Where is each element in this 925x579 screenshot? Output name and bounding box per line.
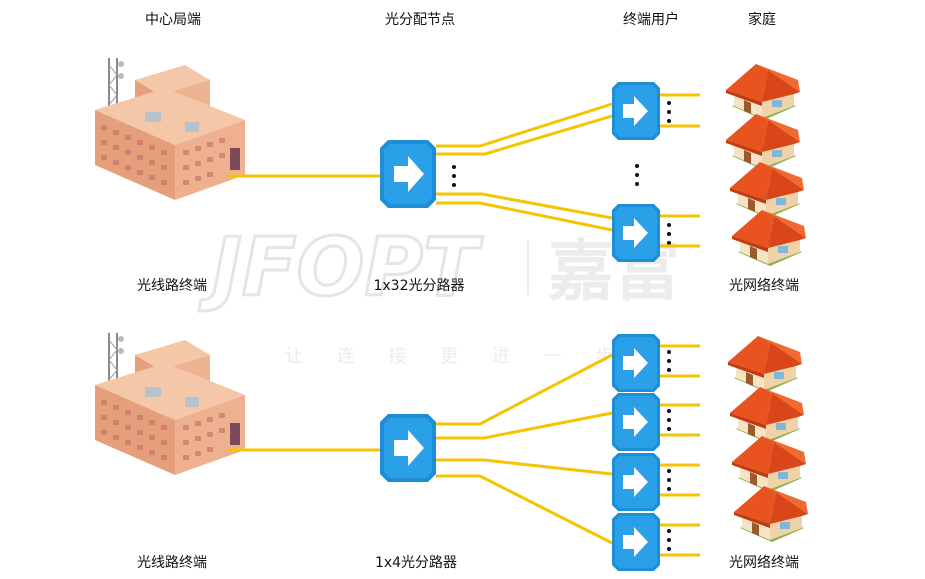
splitter-1x4-icon (380, 414, 436, 482)
watermark-brand-latin: JFOPT (198, 221, 483, 314)
splitter-1x32-icon (380, 140, 436, 208)
top-olt-label: 光线路终端 (137, 278, 207, 294)
house-icon (726, 114, 800, 170)
header-central-office: 中心局端 (145, 12, 201, 28)
onu-icon (612, 393, 660, 451)
house-icon (732, 210, 806, 266)
header-end-user: 终端用户 (623, 12, 679, 28)
onu-icon (612, 334, 660, 392)
house-icon (728, 336, 802, 392)
top-onu-label: 光网络终端 (729, 278, 799, 294)
top-row (94, 57, 806, 266)
house-icon (730, 162, 804, 218)
house-icon (732, 436, 806, 492)
bottom-splitter-label: 1x4光分路器 (374, 555, 458, 571)
house-icon (730, 387, 804, 443)
central-office-building-icon (94, 332, 246, 476)
header-distribution-node: 光分配节点 (385, 12, 455, 28)
bottom-olt-label: 光线路终端 (137, 555, 207, 571)
bottom-onu-label: 光网络终端 (729, 555, 799, 571)
onu-ellipsis (667, 350, 671, 551)
onu-icon (612, 204, 660, 262)
onu-icon (612, 513, 660, 571)
house-icon (734, 486, 808, 542)
splitter-ellipsis (452, 165, 456, 187)
watermark-slogan: 让 连 接 更 进 一 步 (285, 346, 627, 367)
bottom-row (94, 332, 808, 571)
house-icon (726, 64, 800, 120)
central-office-building-icon (94, 57, 246, 201)
top-splitter-label: 1x32光分路器 (373, 278, 465, 294)
header-home: 家庭 (748, 12, 776, 28)
onu-icon (612, 82, 660, 140)
onu-icon (612, 453, 660, 511)
onu-ellipsis (635, 101, 671, 245)
